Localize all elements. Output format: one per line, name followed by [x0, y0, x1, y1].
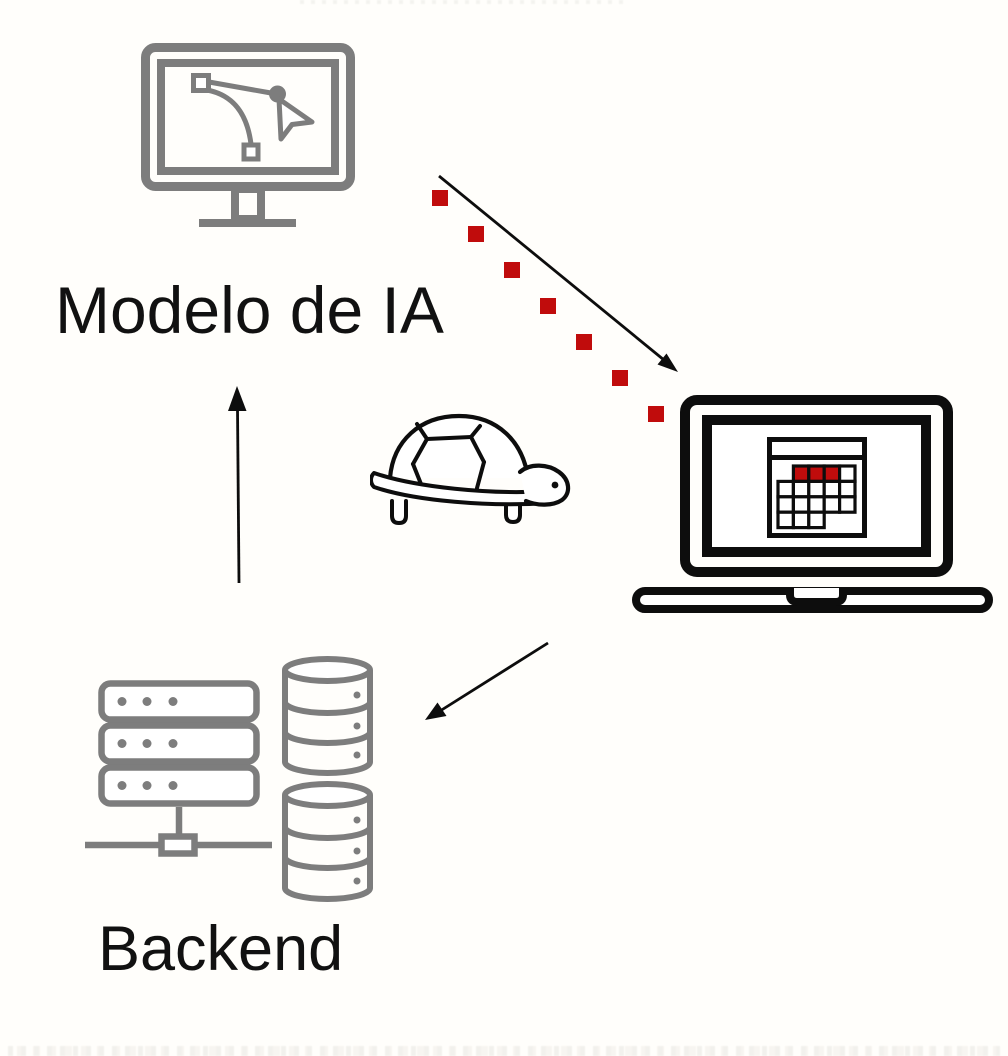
backend-to-ai-arrow	[228, 386, 247, 584]
red-dash-square	[540, 298, 556, 314]
red-dash-square	[648, 406, 664, 422]
server-rack-icon	[85, 680, 272, 857]
red-dash-square	[576, 334, 592, 350]
laptop-to-backend-arrow	[425, 641, 549, 720]
ai-to-laptop-arrow	[438, 174, 678, 372]
laptop-calendar-icon	[632, 395, 993, 613]
database-cylinder-icon	[282, 656, 373, 776]
server-databases-icon	[85, 656, 373, 902]
turtle-front-leg	[390, 499, 408, 525]
red-dash-square	[612, 370, 628, 386]
red-dashed-line	[432, 190, 664, 422]
cursor-arrow-icon	[276, 96, 315, 142]
red-dash-square	[504, 262, 520, 278]
turtle-icon	[370, 413, 571, 525]
laptop-hinge-notch	[786, 588, 847, 606]
turtle-back-leg	[504, 499, 522, 524]
turtle-shell	[387, 413, 531, 481]
red-dash-square	[468, 226, 484, 242]
vector-design-monitor-icon	[141, 43, 355, 227]
turtle-body	[370, 471, 551, 507]
turtle-head	[517, 463, 571, 507]
red-dash-square	[432, 190, 448, 206]
calendar-window-icon	[767, 437, 867, 538]
database-cylinder-icon	[282, 781, 373, 902]
ai-model-label: Modelo de IA	[55, 273, 444, 347]
turtle-eye	[551, 481, 559, 489]
bezier-pen-tool-icon	[191, 73, 315, 162]
backend-label: Backend	[98, 914, 344, 984]
